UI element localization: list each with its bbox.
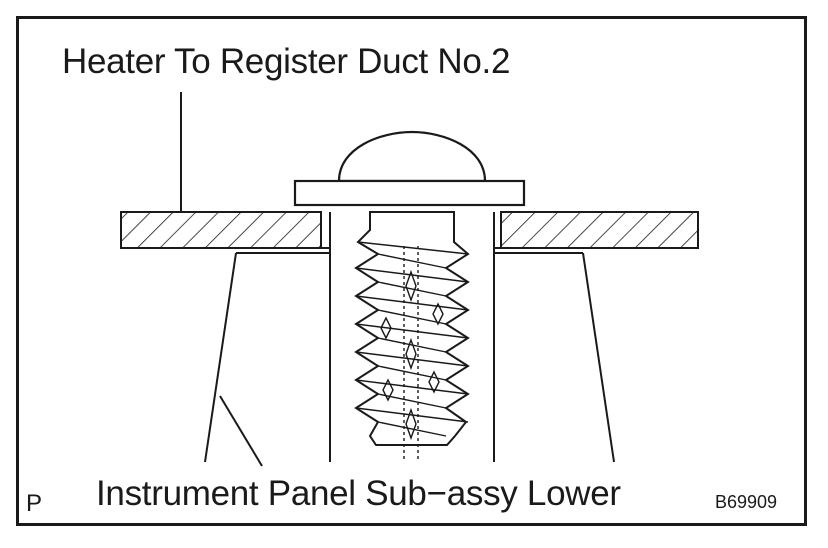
- instrument-panel-label: Instrument Panel Sub−assy Lower: [96, 474, 621, 513]
- duct-panel-left: [120, 211, 322, 249]
- duct-label: Heater To Register Duct No.2: [62, 42, 511, 81]
- leader-lines: [180, 92, 263, 467]
- figure-code: B69909: [715, 492, 778, 512]
- duct-panel-right: [500, 211, 699, 249]
- screw-center-axis: [380, 246, 444, 462]
- instrument-panel-boss: [204, 212, 615, 463]
- screw-head: [293, 130, 526, 207]
- corner-mark: P: [26, 490, 43, 517]
